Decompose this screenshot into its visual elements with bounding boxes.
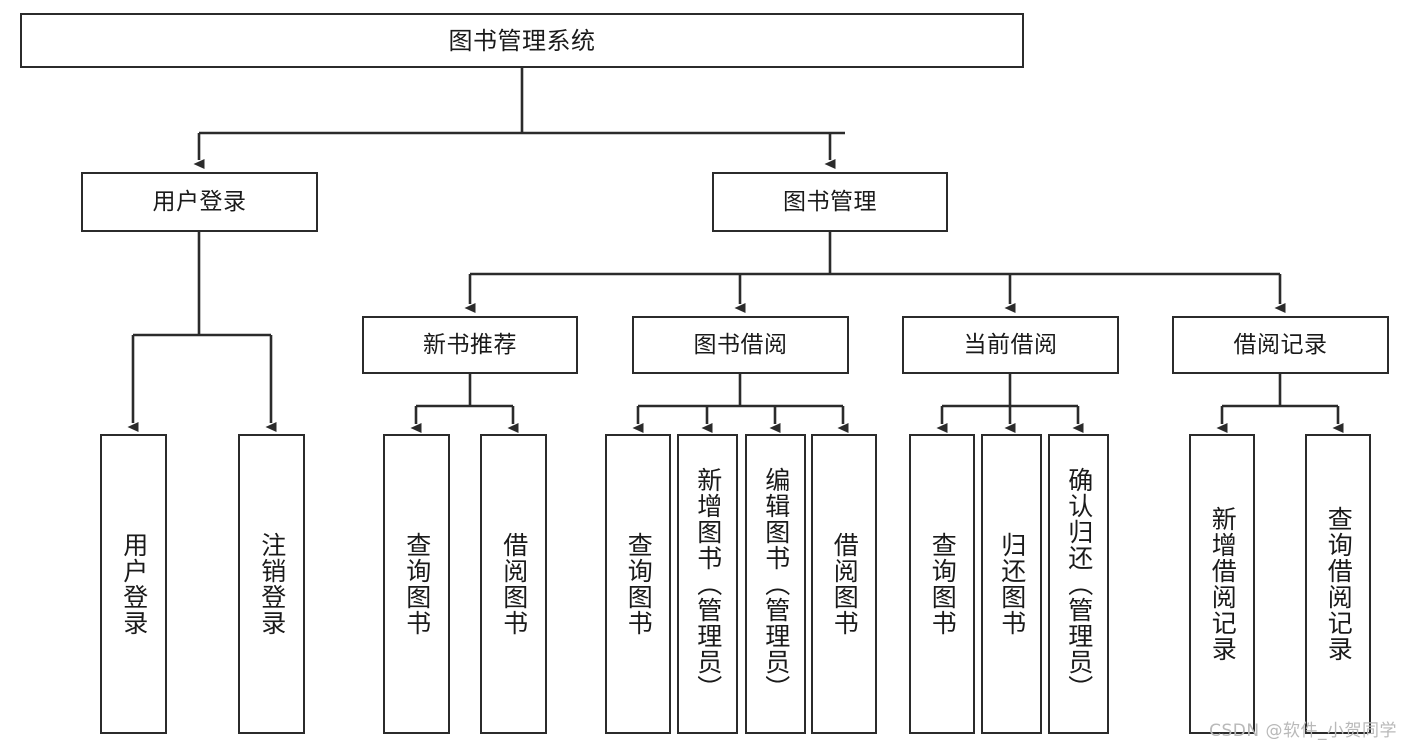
node-leaf-add-record[interactable]: 新增借阅记录 (1189, 434, 1255, 734)
node-leaf-user-logout-label: 注销登录 (257, 532, 287, 636)
node-leaf-query-book-1-label: 查询图书 (402, 532, 432, 636)
node-borrow-record[interactable]: 借阅记录 (1172, 316, 1389, 374)
node-leaf-query-book-3[interactable]: 查询图书 (909, 434, 975, 734)
node-user-login-label: 用户登录 (152, 188, 247, 215)
node-leaf-query-book-3-label: 查询图书 (928, 532, 958, 636)
node-leaf-edit-book-label: 编辑图书（管理员） (761, 467, 791, 701)
node-book-borrow[interactable]: 图书借阅 (632, 316, 849, 374)
node-root[interactable]: 图书管理系统 (20, 13, 1024, 68)
node-new-book-recommend[interactable]: 新书推荐 (362, 316, 578, 374)
node-leaf-borrow-book-2-label: 借阅图书 (830, 532, 860, 636)
node-leaf-query-record-label: 查询借阅记录 (1324, 506, 1354, 662)
node-leaf-user-login[interactable]: 用户登录 (100, 434, 167, 734)
node-leaf-confirm-return[interactable]: 确认归还（管理员） (1048, 434, 1109, 734)
node-user-login[interactable]: 用户登录 (81, 172, 318, 232)
node-current-borrow[interactable]: 当前借阅 (902, 316, 1119, 374)
node-borrow-record-label: 借阅记录 (1233, 331, 1328, 358)
node-leaf-user-login-label: 用户登录 (119, 532, 149, 636)
node-root-label: 图书管理系统 (448, 26, 596, 55)
node-leaf-confirm-return-label: 确认归还（管理员） (1064, 467, 1094, 701)
node-leaf-return-book-label: 归还图书 (997, 532, 1027, 636)
node-book-manage-label: 图书管理 (783, 188, 877, 215)
node-book-manage[interactable]: 图书管理 (712, 172, 948, 232)
node-leaf-borrow-book-1-label: 借阅图书 (499, 532, 529, 636)
node-leaf-borrow-book-1[interactable]: 借阅图书 (480, 434, 547, 734)
node-leaf-add-book[interactable]: 新增图书（管理员） (677, 434, 738, 734)
node-leaf-query-book-2[interactable]: 查询图书 (605, 434, 671, 734)
node-current-borrow-label: 当前借阅 (963, 331, 1058, 358)
watermark: CSDN @软件_小贺同学 (1209, 721, 1397, 741)
node-leaf-query-book-2-label: 查询图书 (624, 532, 654, 636)
node-book-borrow-label: 图书借阅 (693, 331, 788, 358)
node-leaf-return-book[interactable]: 归还图书 (981, 434, 1042, 734)
node-new-book-recommend-label: 新书推荐 (423, 331, 517, 358)
node-leaf-query-book-1[interactable]: 查询图书 (383, 434, 450, 734)
node-leaf-query-record[interactable]: 查询借阅记录 (1305, 434, 1371, 734)
node-leaf-add-book-label: 新增图书（管理员） (693, 467, 723, 701)
node-leaf-edit-book[interactable]: 编辑图书（管理员） (745, 434, 806, 734)
node-leaf-user-logout[interactable]: 注销登录 (238, 434, 305, 734)
node-leaf-add-record-label: 新增借阅记录 (1208, 506, 1238, 662)
node-leaf-borrow-book-2[interactable]: 借阅图书 (811, 434, 877, 734)
